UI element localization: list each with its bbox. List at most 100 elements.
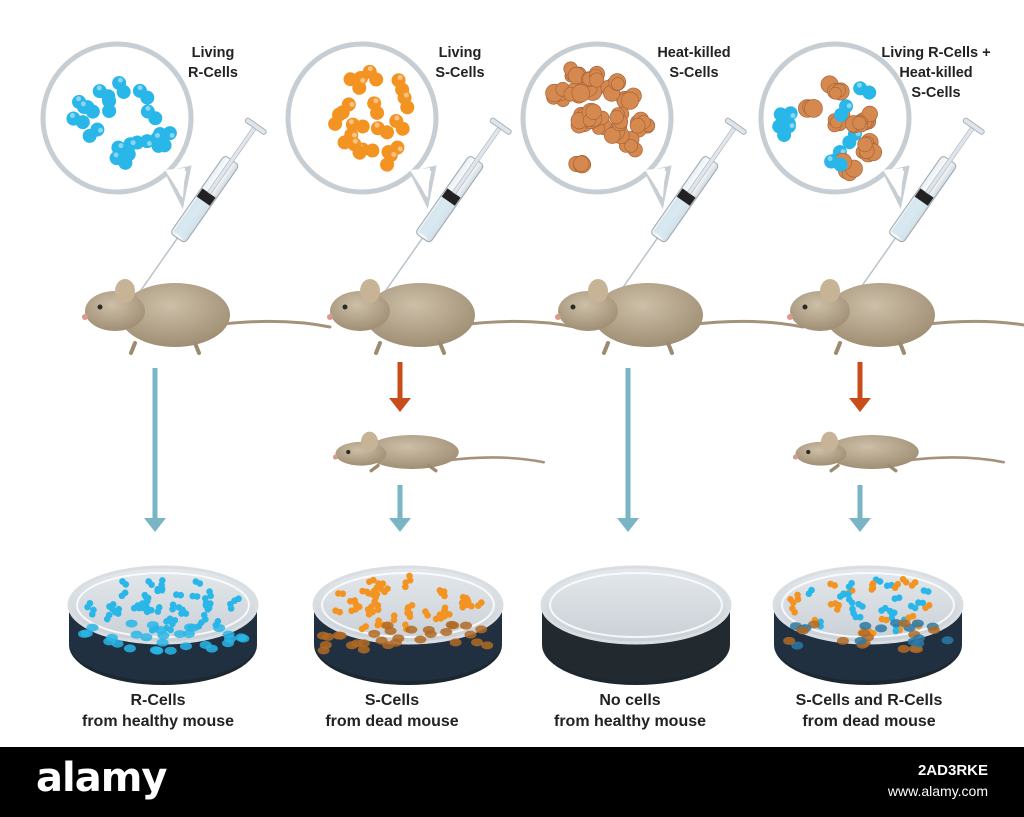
cell-lobe bbox=[380, 157, 395, 172]
dead-cell-clump bbox=[563, 80, 590, 104]
colony-lobe bbox=[891, 584, 899, 592]
cell bbox=[345, 117, 370, 134]
cell-lobe bbox=[773, 107, 788, 122]
colony-lobe bbox=[404, 604, 412, 611]
colony bbox=[358, 623, 370, 633]
bubble-label-line: Heat-killed bbox=[657, 45, 731, 61]
colony-lobe bbox=[827, 601, 835, 608]
cell bbox=[853, 81, 877, 100]
cell-highlight bbox=[360, 77, 366, 83]
cell-lobe bbox=[834, 107, 849, 122]
dead-cell-clump bbox=[581, 102, 603, 130]
colony bbox=[381, 585, 391, 596]
colony-lobe bbox=[379, 580, 387, 587]
mouse-ear bbox=[820, 279, 840, 303]
caption-line: from dead mouse bbox=[325, 713, 459, 730]
syringe-plunger-rod bbox=[451, 125, 502, 195]
cell-highlight bbox=[367, 66, 373, 72]
colony bbox=[905, 612, 917, 621]
dead-mouse-4 bbox=[792, 431, 1006, 473]
syringe-thumb-rest bbox=[962, 117, 985, 135]
colony bbox=[154, 604, 163, 615]
bubble-4 bbox=[758, 41, 912, 210]
colony-lobe bbox=[856, 613, 864, 621]
image-id: 2AD3RKE bbox=[917, 762, 988, 779]
colony bbox=[227, 600, 235, 612]
mouse-nose bbox=[787, 314, 793, 320]
cell-lobe bbox=[121, 147, 136, 162]
cell-highlight bbox=[374, 122, 380, 128]
colony-lobe bbox=[463, 595, 471, 603]
cell bbox=[335, 97, 356, 120]
colony-lobe bbox=[179, 606, 186, 614]
bubble-tail-fill bbox=[165, 168, 185, 198]
cell bbox=[112, 76, 131, 99]
colony bbox=[154, 584, 166, 593]
cell bbox=[773, 106, 798, 122]
petri-dish-3 bbox=[540, 565, 732, 685]
syringe-1 bbox=[139, 117, 267, 292]
cell-highlight bbox=[349, 101, 355, 107]
colony-lobe bbox=[114, 610, 122, 617]
colony-lobe bbox=[848, 599, 856, 607]
mouse-ear bbox=[588, 279, 608, 303]
colony bbox=[422, 608, 431, 619]
arrow-2 bbox=[389, 485, 411, 532]
clump-lobe bbox=[571, 83, 590, 103]
cell bbox=[362, 64, 384, 87]
cell-highlight bbox=[80, 101, 86, 107]
dish-wall-colony bbox=[424, 630, 437, 639]
caption-line: from dead mouse bbox=[802, 713, 936, 730]
dish-wall-colony bbox=[164, 646, 177, 655]
cell-lobe bbox=[370, 105, 385, 120]
cell-highlight bbox=[130, 140, 136, 146]
dish-wall-colony bbox=[405, 625, 418, 634]
cell-highlight bbox=[840, 149, 846, 155]
clump-lobe bbox=[589, 72, 605, 88]
caption-panel-3: No cells from healthy mouse bbox=[510, 690, 750, 732]
cell-highlight bbox=[118, 143, 124, 149]
arrow-head bbox=[389, 398, 411, 412]
dead-cell-clump bbox=[616, 87, 642, 110]
cell-highlight bbox=[348, 119, 354, 125]
cell-highlight bbox=[113, 152, 119, 158]
dish-wall-colony bbox=[381, 621, 394, 630]
syringe-thumb-rest bbox=[244, 117, 267, 135]
cell bbox=[380, 148, 398, 172]
colony bbox=[175, 604, 186, 614]
bubble-circle bbox=[40, 41, 194, 195]
dish-wall-colony bbox=[414, 635, 427, 644]
cell bbox=[367, 96, 385, 120]
cell-highlight bbox=[856, 82, 862, 88]
colony-lobe bbox=[358, 625, 366, 633]
brand-logo: alamy bbox=[36, 755, 167, 801]
mouse-body bbox=[825, 283, 935, 347]
colony-lobe bbox=[791, 608, 798, 616]
dead-cell-clump bbox=[568, 154, 592, 174]
colony-lobe bbox=[130, 604, 138, 612]
dish-wall-colony bbox=[927, 625, 940, 634]
mouse-eye bbox=[342, 304, 348, 310]
clump-lobe bbox=[585, 103, 602, 120]
arrow-4 bbox=[849, 362, 871, 412]
colony bbox=[840, 590, 852, 598]
dead-cell-clump bbox=[857, 135, 883, 163]
dish-wall-colony bbox=[897, 644, 910, 653]
cell bbox=[777, 119, 796, 142]
dish-wall-colony bbox=[125, 619, 138, 628]
colony-lobe bbox=[364, 606, 372, 613]
cell-lobe bbox=[400, 100, 415, 115]
syringe-plunger-tip bbox=[441, 188, 461, 206]
colony-lobe bbox=[845, 583, 853, 591]
caption-panel-4: S-Cells and R-Cells from dead mouse bbox=[749, 690, 989, 732]
caption-line: R-Cells bbox=[130, 692, 186, 709]
colony bbox=[142, 593, 151, 605]
mouse-tail bbox=[458, 319, 577, 329]
mouse-nose bbox=[332, 454, 339, 460]
caption-line: from healthy mouse bbox=[81, 713, 235, 730]
dish-wall-colony bbox=[130, 630, 143, 639]
bubble-label-r-cells: Living R-Cells bbox=[133, 43, 293, 83]
colony-lobe bbox=[88, 610, 96, 618]
clump-lobe bbox=[857, 136, 873, 153]
colony bbox=[352, 600, 363, 611]
